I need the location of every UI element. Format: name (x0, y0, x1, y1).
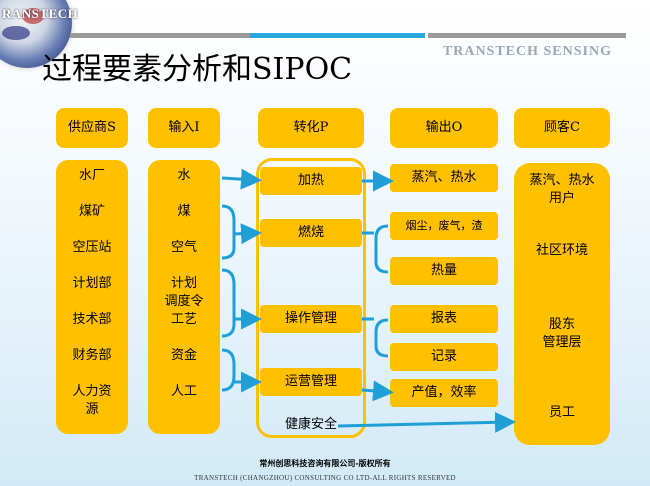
supplier-item: 煤矿 (78, 204, 105, 219)
header-input: 输入I (148, 108, 220, 148)
customer-column: 蒸汽、热水 用户 社区环境 股东 管理层 员工 (514, 163, 610, 445)
header-bar-grey-right (428, 33, 626, 38)
brand-text: TRANSTECH SENSING (442, 44, 612, 59)
process-item-safety: 健康安全 (284, 416, 337, 432)
header-output: 输出O (390, 108, 498, 148)
supplier-column: 水厂 煤矿 空压站 计划部 技术部 财务部 人力资 源 (56, 160, 128, 434)
supplier-item: 技术部 (72, 312, 112, 327)
input-item: 煤 (177, 204, 191, 219)
process-item-burning: 燃烧 (260, 219, 362, 247)
output-report: 报表 (390, 305, 498, 333)
header-customer: 顾客C (514, 108, 610, 148)
output-heat: 热量 (390, 257, 498, 285)
customer-item: 蒸汽、热水 (529, 173, 595, 188)
process-item-operation: 操作管理 (260, 305, 362, 333)
output-emissions: 烟尘，废气，渣 (390, 212, 498, 240)
output-steam: 蒸汽、热水 (390, 164, 498, 192)
input-item: 空气 (170, 240, 197, 255)
input-item: 调度令 (164, 294, 204, 309)
input-item: 水 (177, 168, 191, 183)
header-bar-blue (250, 33, 425, 38)
output-value: 产值，效率 (390, 379, 498, 407)
process-item-heating: 加热 (260, 167, 362, 195)
supplier-item: 计划部 (72, 276, 112, 291)
input-item: 工艺 (170, 312, 197, 327)
process-frame (256, 158, 366, 438)
footer-copyright-cn: 常州创思科技咨询有限公司-版权所有 (259, 459, 391, 468)
supplier-item: 空压站 (72, 240, 112, 255)
page-title: 过程要素分析和SIPOC (42, 52, 353, 87)
arrow-burning (233, 223, 262, 245)
bracket-coal-air (221, 204, 236, 260)
customer-item: 用户 (548, 191, 575, 206)
header-bar-grey-left (70, 33, 250, 38)
arrow-safety-staff (337, 411, 516, 433)
header-process: 转化P (258, 108, 364, 148)
input-item: 人工 (170, 384, 197, 399)
company-logo (0, 0, 72, 68)
output-record: 记录 (390, 343, 498, 371)
input-column: 水 煤 空气 计划 调度令 工艺 资金 人工 (148, 160, 220, 434)
input-item: 资金 (170, 348, 197, 363)
bracket-plan (221, 268, 236, 338)
process-item-management: 运营管理 (260, 368, 362, 396)
supplier-item: 源 (85, 402, 99, 417)
arrow-water-heating (221, 168, 262, 190)
bracket-operation (374, 318, 389, 358)
logo-text: RANSTECH (2, 6, 79, 21)
bracket-burning (374, 224, 389, 274)
header-supplier: 供应商S (56, 108, 128, 148)
input-item: 计划 (170, 276, 197, 291)
customer-item: 管理层 (542, 335, 582, 350)
bracket-capital (221, 348, 236, 392)
customer-item: 社区环境 (535, 243, 588, 258)
footer-copyright-en: TRANSTECH (CHANGZHOU) CONSULTING CO LTD-… (194, 474, 456, 482)
arrow-mgmt-value (361, 380, 394, 402)
supplier-item: 人力资 (72, 384, 112, 399)
supplier-item: 水厂 (78, 168, 105, 183)
customer-item: 股东 (548, 317, 575, 332)
supplier-item: 财务部 (72, 348, 112, 363)
customer-item: 员工 (548, 405, 575, 420)
